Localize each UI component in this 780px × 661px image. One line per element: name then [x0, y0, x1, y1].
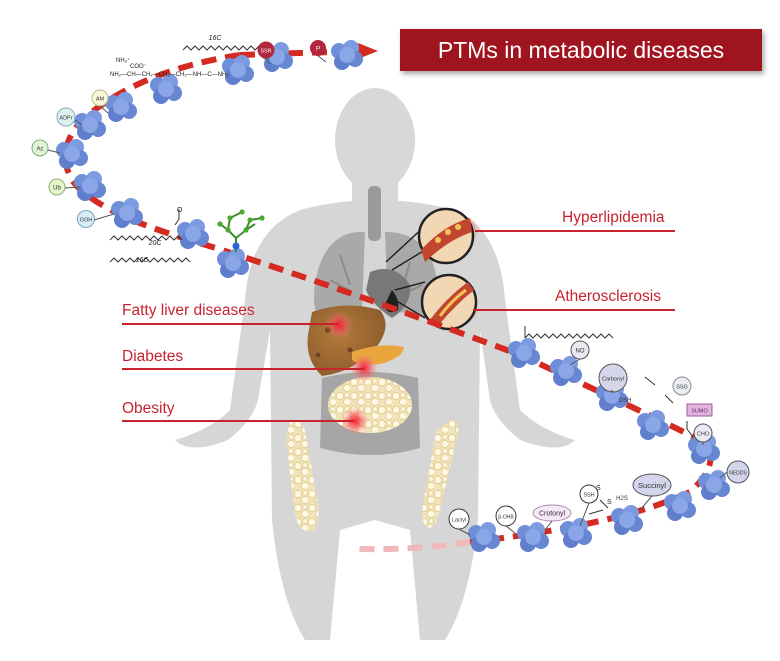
lipid-chains	[109, 45, 694, 515]
badge-succinyl-text: Succinyl	[638, 481, 666, 490]
coo-label: COO⁻	[130, 64, 147, 70]
badge-adpr	[56, 107, 76, 127]
badge-ssg	[672, 376, 692, 396]
line-hyperlipidemia	[475, 230, 675, 232]
badge-sumo-text: SUMO	[691, 409, 708, 415]
glycan-structure	[217, 209, 265, 252]
line-atherosclerosis	[473, 309, 675, 311]
label-h2s: H2S	[616, 496, 628, 502]
sulfur-label-2: S	[607, 499, 612, 506]
title-banner: PTMs in metabolic diseases	[400, 29, 762, 71]
nh3-label: NH₃⁺	[116, 57, 130, 64]
badge-connectors	[47, 55, 728, 536]
badge-ub	[48, 178, 66, 196]
badge-no-text: NO	[576, 349, 585, 355]
badge-carbonyl-text: Carbonyl	[602, 377, 624, 383]
line-obesity	[122, 420, 354, 422]
sulfur-label-1: S	[596, 485, 601, 492]
label-hyperlipidemia: Hyperlipidemia	[562, 209, 665, 226]
badge-lactyl-text: Lactyl	[452, 518, 466, 524]
badge-nedds-text: NEDDS	[729, 471, 747, 477]
badge-ssh-text: SSH	[583, 493, 594, 499]
badge-am-text: AM	[96, 97, 105, 103]
badge-ub-text: Ub	[53, 186, 61, 192]
badge-p	[310, 40, 326, 56]
chain-16c-top: 16C	[209, 35, 223, 42]
badge-goh	[77, 210, 95, 228]
zoom-vessel-hyperlipidemia	[385, 207, 475, 271]
chain-20c: 20C	[148, 240, 163, 247]
label-fatty-liver-diseases: Fatty liver diseases	[122, 302, 255, 319]
line-diabetes	[122, 368, 364, 370]
line-fatty-liver	[122, 323, 338, 325]
label-atherosclerosis: Atherosclerosis	[555, 288, 661, 305]
badge-adpr-text: ADPr	[59, 116, 72, 122]
badge-crotonyl-text: Crotonyl	[539, 511, 566, 518]
badge-goh-text: GOH	[80, 218, 93, 224]
badge-bohb-text: β-OHB	[498, 515, 514, 521]
zoom-vessel-atherosclerosis	[394, 273, 478, 331]
badge-cho-text: CHO	[697, 432, 710, 438]
badge-ssr-text: SSR	[260, 49, 271, 55]
chemical-structure-labels: COO⁻ NH₃⁺ NH₂—CH—CH₂—CH₂—CH₂—NH—C—NH₂ O …	[110, 57, 612, 506]
arginine-chain-label: NH₂—CH—CH₂—CH₂—CH₂—NH—C—NH₂	[110, 72, 229, 78]
badge-ssr	[257, 41, 275, 59]
badge-ac-text: Ac	[36, 147, 43, 153]
badge-p-text: P	[316, 46, 320, 53]
ptm-badges: P SSR 16C AM ADPr Ac Ub GOH 20C 16C NO C…	[31, 35, 750, 530]
chain-16c-mid: 16C	[136, 257, 150, 264]
badge-ssg-text: SSG	[676, 385, 688, 391]
badge-ac	[31, 139, 49, 157]
label-obesity: Obesity	[122, 400, 175, 417]
label-diabetes: Diabetes	[122, 348, 184, 365]
label-gsh: GSH	[618, 398, 631, 404]
oxygen-label: O	[177, 207, 183, 214]
badge-sumo	[686, 403, 713, 417]
